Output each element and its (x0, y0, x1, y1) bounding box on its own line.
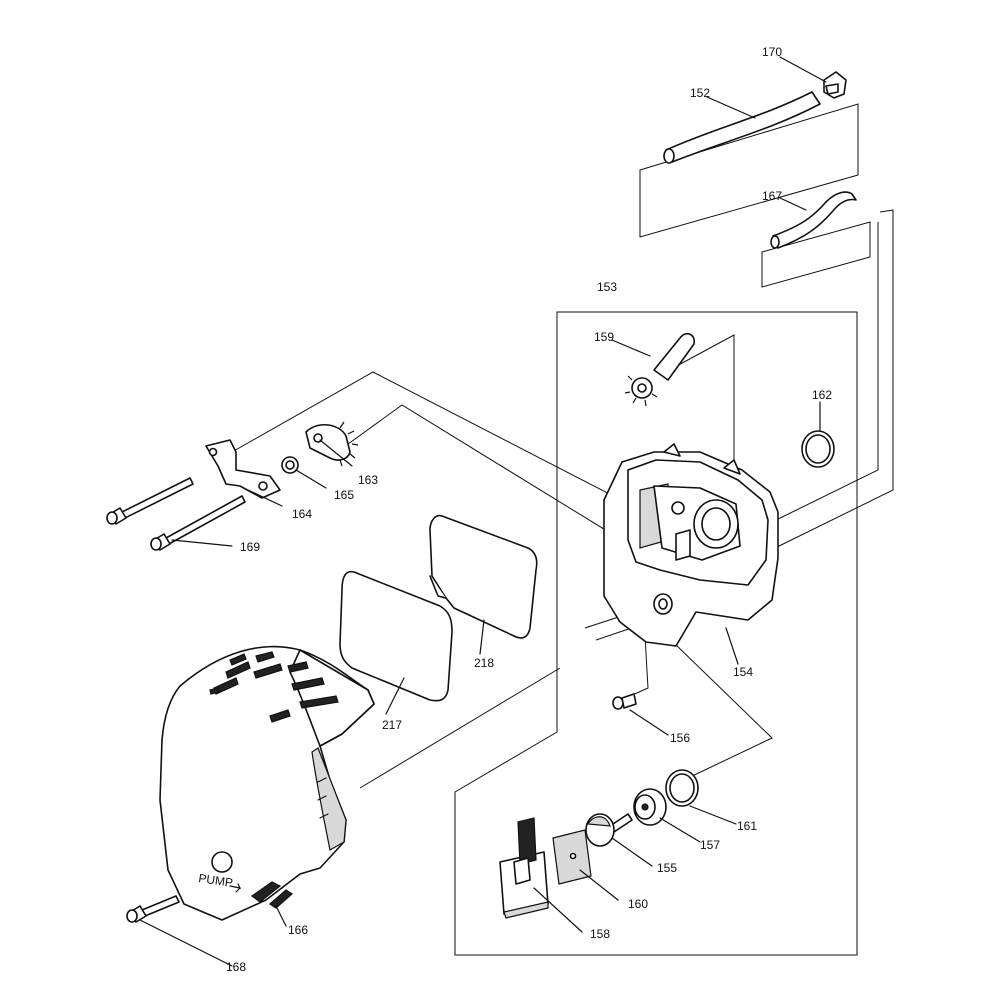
screw-156 (612, 693, 637, 710)
callout-labels: 170 152 167 153 159 162 163 165 164 169 … (226, 45, 832, 974)
sponge-217 (339, 570, 453, 702)
callout-157: 157 (700, 838, 720, 852)
pump-cap-157 (633, 788, 667, 826)
plate-160 (552, 829, 592, 885)
primer-158 (499, 817, 549, 919)
callout-164: 164 (292, 507, 312, 521)
leader-lines (139, 56, 827, 967)
filter-218 (429, 514, 538, 639)
bracket-164 (205, 439, 281, 499)
callout-169: 169 (240, 540, 260, 554)
callout-217: 217 (382, 718, 402, 732)
callout-155: 155 (657, 861, 677, 875)
callout-162: 162 (812, 388, 832, 402)
callout-163: 163 (358, 473, 378, 487)
callout-156: 156 (670, 731, 690, 745)
callout-218: 218 (474, 656, 494, 670)
reference-lines (231, 103, 894, 789)
callout-165: 165 (334, 488, 354, 502)
choke-lever-159 (624, 332, 696, 407)
o-ring-162 (801, 430, 835, 468)
assembly-frame-153 (454, 311, 858, 956)
choke-plate-163 (305, 421, 359, 467)
fuel-hose-152 (663, 91, 821, 164)
screw-168 (126, 895, 180, 923)
pump-label: PUMP (198, 871, 234, 890)
cleaner-cover-166: PUMP (159, 645, 375, 921)
callout-160: 160 (628, 897, 648, 911)
fuel-hose-167 (770, 191, 857, 249)
callout-159: 159 (594, 330, 614, 344)
callout-161: 161 (737, 819, 757, 833)
air-cleaner-body-154 (603, 443, 779, 647)
callout-153: 153 (597, 280, 617, 294)
valve-155 (585, 813, 633, 847)
callout-168: 168 (226, 960, 246, 974)
washer-165 (281, 456, 299, 474)
callout-166: 166 (288, 923, 308, 937)
o-ring-161 (665, 769, 699, 807)
callout-170: 170 (762, 45, 782, 59)
callout-158: 158 (590, 927, 610, 941)
bolts-169 (106, 477, 246, 551)
clamp-170 (823, 71, 847, 99)
callout-167: 167 (762, 189, 782, 203)
callout-152: 152 (690, 86, 710, 100)
callout-154: 154 (733, 665, 753, 679)
